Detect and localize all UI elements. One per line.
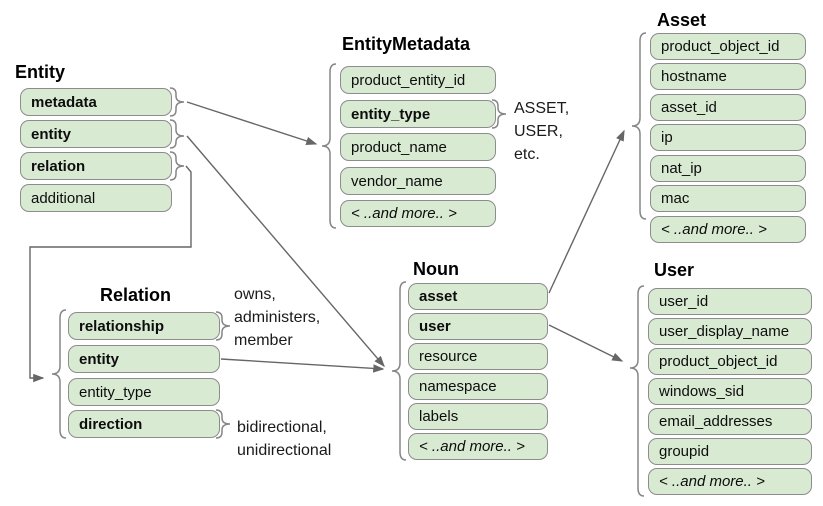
field-noun-namespace: namespace <box>408 373 548 400</box>
right-brace-entity-entity-icon <box>169 119 185 149</box>
arrow-metadata-to-entitymetadata <box>186 101 318 145</box>
field-entity-metadata: metadata <box>20 88 172 116</box>
field-asset-mac: mac <box>650 185 806 212</box>
field-asset-hostname: hostname <box>650 63 806 90</box>
left-brace-relation-icon <box>51 309 67 439</box>
field-relation-entity-type: entity_type <box>68 378 220 406</box>
table-title-user: User <box>654 260 695 280</box>
field-user-user-id: user_id <box>648 288 812 315</box>
field-entity-relation: relation <box>20 152 172 180</box>
table-title-noun: Noun <box>413 259 459 279</box>
annotation-direction-values: bidirectional, unidirectional <box>237 419 332 459</box>
right-brace-entity-metadata-icon <box>169 87 185 117</box>
left-brace-noun-icon <box>391 281 407 461</box>
field-asset-product-object-id: product_object_id <box>650 33 806 60</box>
field-relation-entity: entity <box>68 345 220 373</box>
field-user-email-addresses: email_addresses <box>648 408 812 435</box>
annotation-entity-type-values: ASSET, USER, etc. <box>514 100 570 163</box>
left-brace-user-icon <box>629 285 645 497</box>
left-brace-entitymetadata-icon <box>321 63 337 229</box>
field-relation-relationship: relationship <box>68 312 220 340</box>
left-brace-asset-icon <box>631 32 647 220</box>
field-noun-resource: resource <box>408 343 548 370</box>
field-user-product-object-id: product_object_id <box>648 348 812 375</box>
table-title-entitymetadata: EntityMetadata <box>342 34 471 54</box>
field-noun-and-more: < ..and more.. > <box>408 433 548 460</box>
field-em-product-name: product_name <box>340 133 496 161</box>
table-title-asset: Asset <box>657 10 707 30</box>
field-noun-user: user <box>408 313 548 340</box>
field-user-and-more: < ..and more.. > <box>648 468 812 495</box>
field-noun-labels: labels <box>408 403 548 430</box>
field-user-groupid: groupid <box>648 438 812 465</box>
right-brace-entity-relation-icon <box>169 151 185 181</box>
field-em-entity-type: entity_type <box>340 100 496 128</box>
field-noun-asset: asset <box>408 283 548 310</box>
field-relation-direction: direction <box>68 410 220 438</box>
field-entity-entity: entity <box>20 120 172 148</box>
arrow-relation-entity-to-noun <box>220 358 385 373</box>
field-entity-additional: additional <box>20 184 172 212</box>
table-title-entity: Entity <box>15 62 66 82</box>
field-em-product-entity-id: product_entity_id <box>340 66 496 94</box>
field-asset-ip: ip <box>650 124 806 151</box>
field-user-user-display-name: user_display_name <box>648 318 812 345</box>
field-asset-asset-id: asset_id <box>650 94 806 121</box>
field-em-and-more: < ..and more.. > <box>340 200 496 227</box>
field-em-vendor-name: vendor_name <box>340 167 496 195</box>
table-title-relation: Relation <box>100 285 172 305</box>
arrow-noun-user-to-user <box>548 324 624 362</box>
field-asset-nat-ip: nat_ip <box>650 155 806 182</box>
annotation-relationship-values: owns, administers, member <box>234 286 321 349</box>
field-asset-and-more: < ..and more.. > <box>650 216 806 243</box>
field-user-windows-sid: windows_sid <box>648 378 812 405</box>
